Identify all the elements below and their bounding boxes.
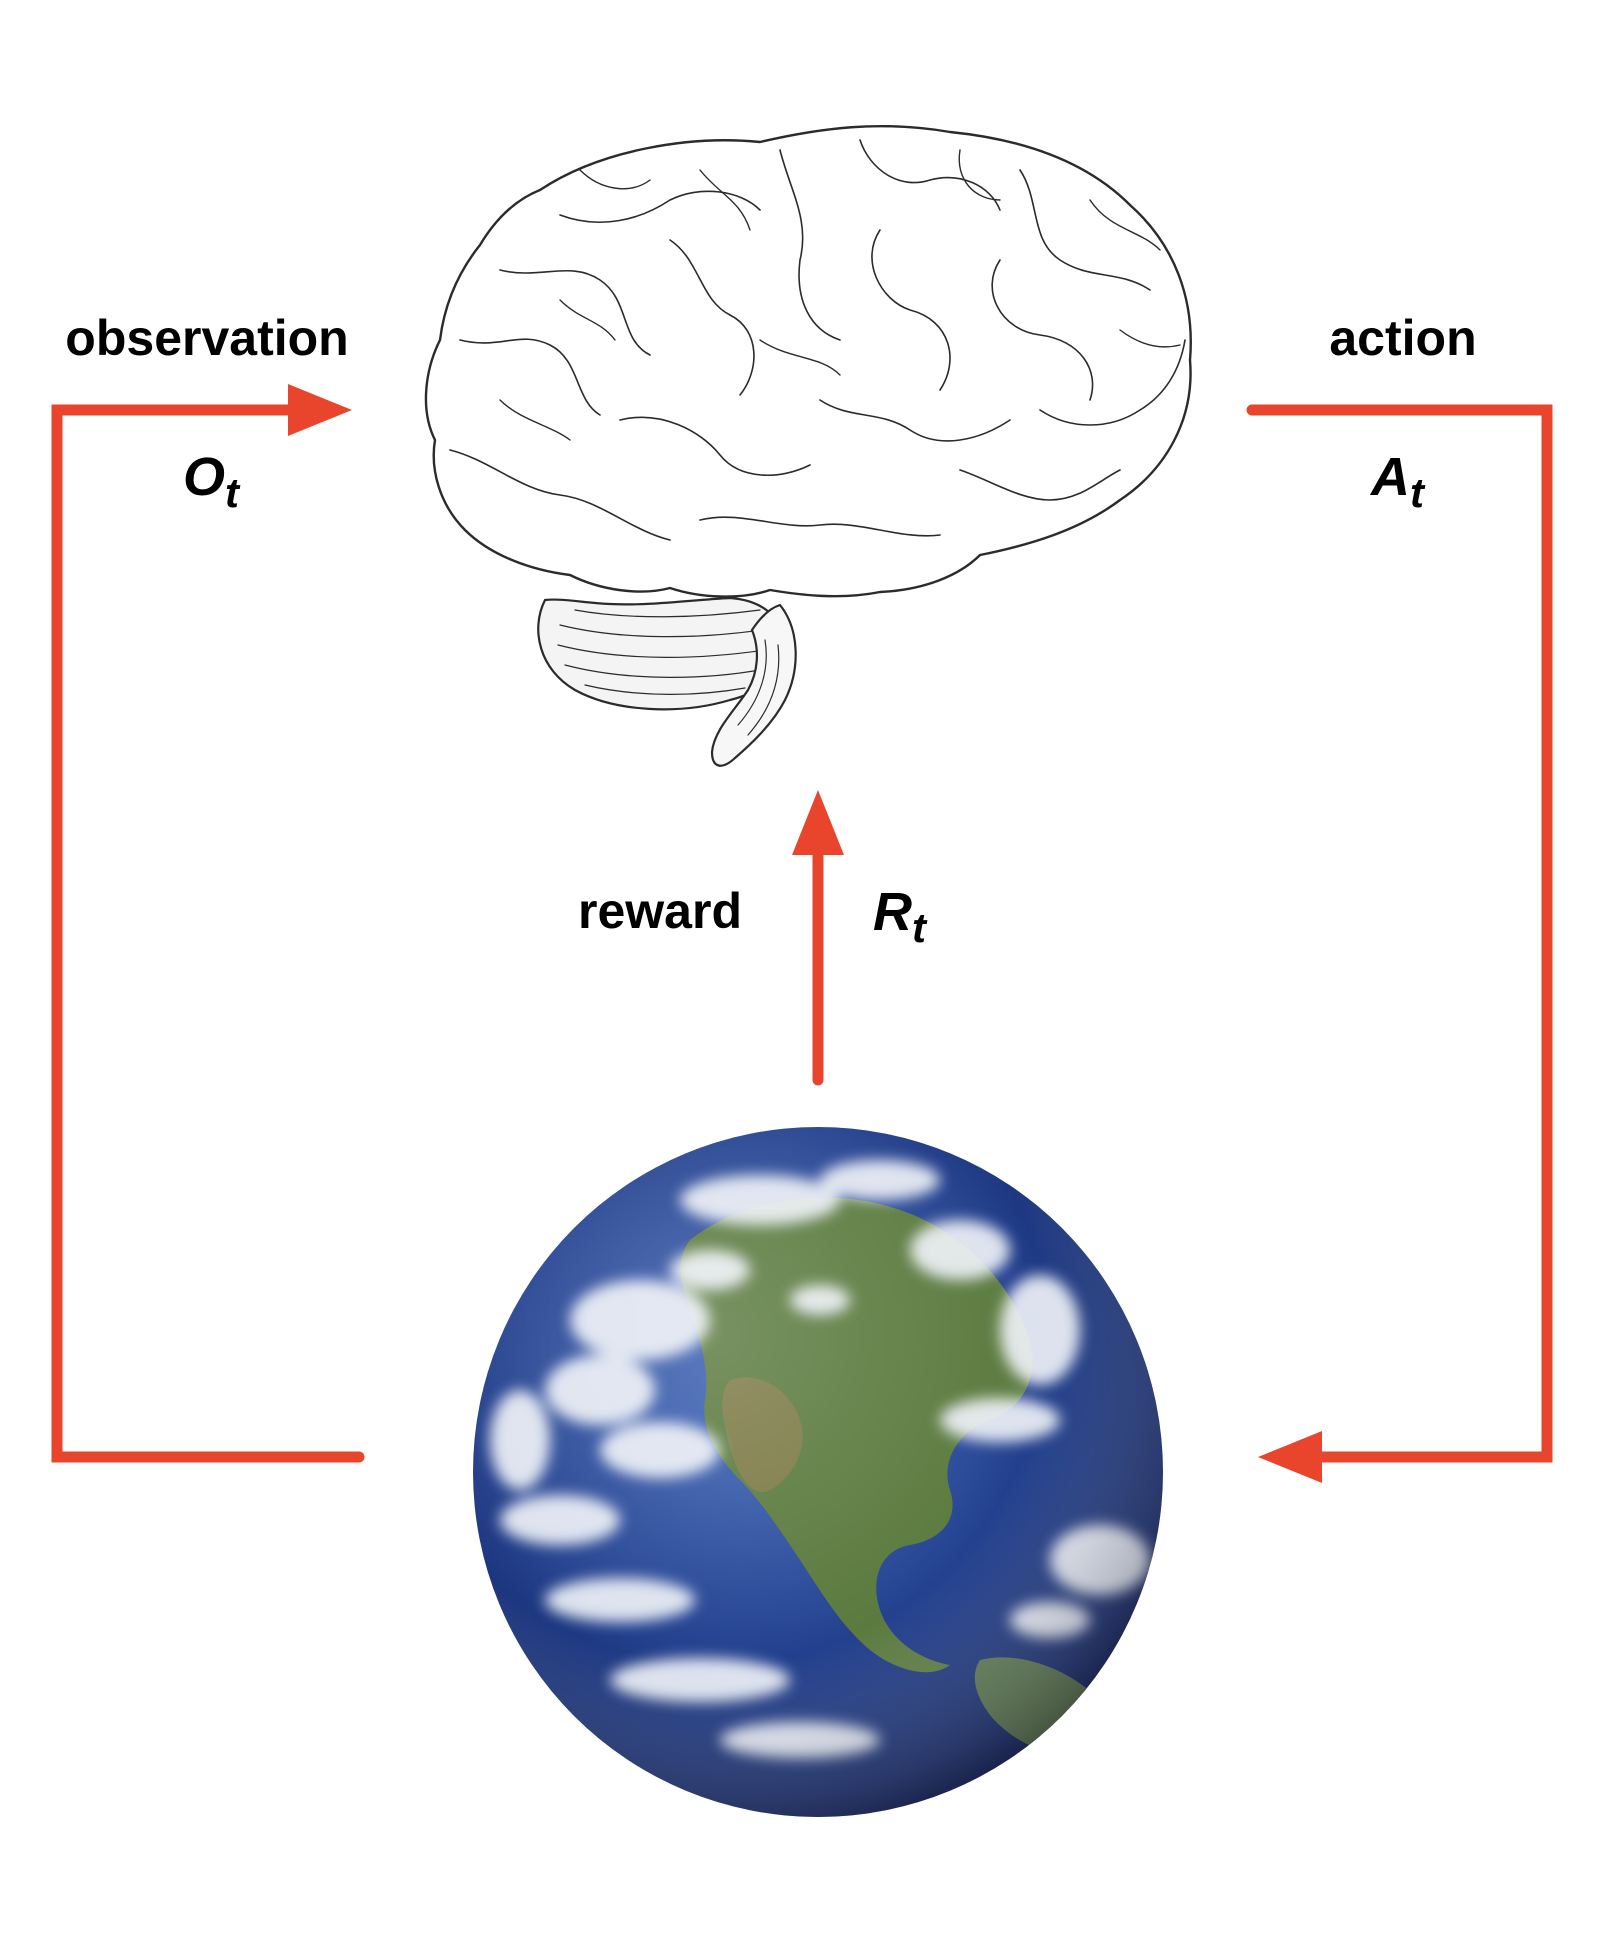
- action-arrow: [1246, 404, 1553, 1463]
- action-arrowhead: [1258, 1431, 1322, 1483]
- observation-label: observation: [65, 310, 348, 366]
- observation-symbol: Ot: [183, 447, 241, 516]
- reward-symbol: Rt: [873, 882, 928, 951]
- observation-arrowhead: [288, 384, 352, 436]
- observation-arrow: [51, 404, 365, 1463]
- action-symbol: At: [1369, 447, 1426, 516]
- earth-globe-icon: [473, 1127, 1163, 1817]
- reward-arrowhead: [792, 790, 844, 855]
- brain-icon: [424, 124, 1192, 767]
- action-label: action: [1329, 310, 1476, 366]
- reward-label: reward: [578, 883, 742, 939]
